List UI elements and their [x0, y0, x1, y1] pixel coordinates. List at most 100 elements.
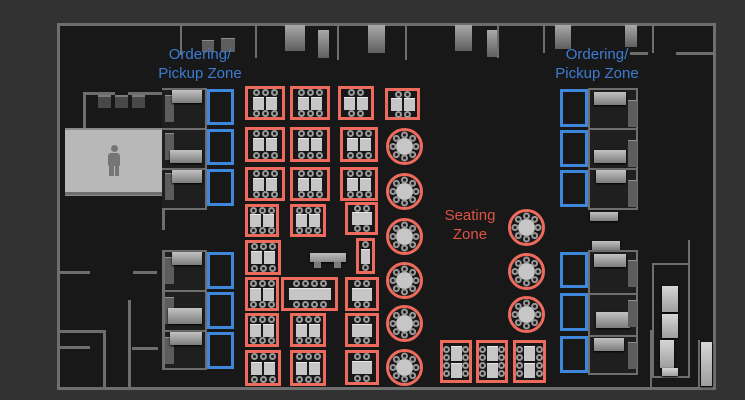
- chair: [400, 244, 408, 251]
- door-panel: [455, 25, 472, 51]
- chair: [297, 170, 305, 177]
- chair: [348, 89, 355, 96]
- chair: [270, 170, 278, 177]
- chair: [258, 280, 266, 287]
- chair-row: [252, 89, 278, 96]
- chair: [355, 191, 363, 198]
- chair: [250, 265, 258, 272]
- round-table-top: [395, 271, 413, 289]
- seating-table-double6: [290, 127, 330, 162]
- chair: [348, 110, 355, 117]
- stall-counter: [594, 338, 624, 351]
- chair: [354, 375, 361, 382]
- seating-table-double6: [340, 167, 378, 201]
- table-group: [250, 287, 274, 301]
- seating-table-double6: [245, 167, 285, 201]
- wall-stub: [652, 23, 654, 53]
- chair-row: [250, 243, 276, 250]
- wall-seg: [650, 330, 652, 388]
- chair: [261, 152, 269, 159]
- chair: [534, 223, 541, 231]
- table: [250, 323, 261, 337]
- table: [360, 138, 371, 151]
- chair: [268, 353, 276, 360]
- chair: [315, 110, 323, 117]
- chair: [389, 232, 396, 240]
- chair: [249, 207, 257, 214]
- table-group: [298, 138, 322, 151]
- stall-wall: [588, 335, 638, 337]
- chair: [297, 152, 305, 159]
- table: [250, 287, 261, 301]
- stall-shelf: [165, 173, 174, 200]
- chair-row: [252, 191, 278, 198]
- chair: [270, 152, 278, 159]
- seating-table-single4: [345, 313, 379, 347]
- table: [347, 138, 358, 151]
- chair: [534, 310, 541, 318]
- chair: [259, 376, 267, 383]
- chair: [522, 256, 530, 263]
- wall-stub: [337, 23, 339, 60]
- chair: [536, 354, 543, 361]
- chair: [534, 267, 541, 275]
- stall-counter: [172, 252, 202, 265]
- chair: [354, 353, 361, 360]
- table-group: [296, 361, 320, 375]
- chair: [443, 362, 450, 369]
- table: [403, 98, 415, 111]
- seating-round-table: [507, 208, 545, 246]
- chair: [479, 346, 486, 353]
- stall-counter: [594, 254, 626, 267]
- chair-row: [249, 337, 275, 344]
- table-group: [250, 323, 274, 337]
- table: [296, 361, 307, 375]
- chair: [306, 191, 314, 198]
- table-group: [352, 361, 372, 374]
- chair: [443, 370, 450, 377]
- chair: [252, 89, 260, 96]
- seating-round-table: [385, 127, 423, 165]
- chair: [400, 131, 408, 138]
- wall-seg: [57, 330, 105, 333]
- chair-column: [516, 346, 523, 377]
- chair: [270, 130, 278, 137]
- stall-shelf: [165, 337, 174, 364]
- restroom-wall: [83, 92, 86, 132]
- chair: [261, 130, 269, 137]
- wall-stub: [405, 23, 407, 60]
- chair: [511, 267, 518, 275]
- chair: [259, 353, 267, 360]
- stall-shelf: [628, 140, 637, 167]
- chair: [364, 152, 372, 159]
- seating-table-double6: [245, 204, 279, 237]
- chair: [304, 353, 312, 360]
- table: [296, 214, 307, 227]
- chair-row: [249, 280, 275, 287]
- chair: [363, 353, 370, 360]
- table-group: [390, 98, 415, 111]
- stall-shelf: [628, 180, 637, 207]
- label-line: Ordering/: [565, 46, 629, 63]
- table: [263, 323, 274, 337]
- seating-table-double6: [245, 350, 281, 386]
- chair: [258, 337, 266, 344]
- chair: [301, 280, 309, 287]
- chair-column: [443, 346, 450, 377]
- seating-round-table: [385, 261, 423, 299]
- wall-seg: [60, 346, 90, 349]
- stall-shelf: [165, 257, 174, 284]
- stall-wall: [162, 290, 207, 292]
- round-table-top: [395, 314, 413, 332]
- chair: [511, 310, 518, 318]
- chair-row: [362, 264, 369, 271]
- table: [296, 323, 307, 337]
- chair-row: [297, 191, 323, 198]
- chair: [346, 170, 354, 177]
- table: [253, 96, 264, 110]
- chair-row: [346, 130, 372, 137]
- wall-top: [57, 23, 716, 26]
- seating-round-table: [385, 304, 423, 342]
- stall-wall: [588, 293, 638, 295]
